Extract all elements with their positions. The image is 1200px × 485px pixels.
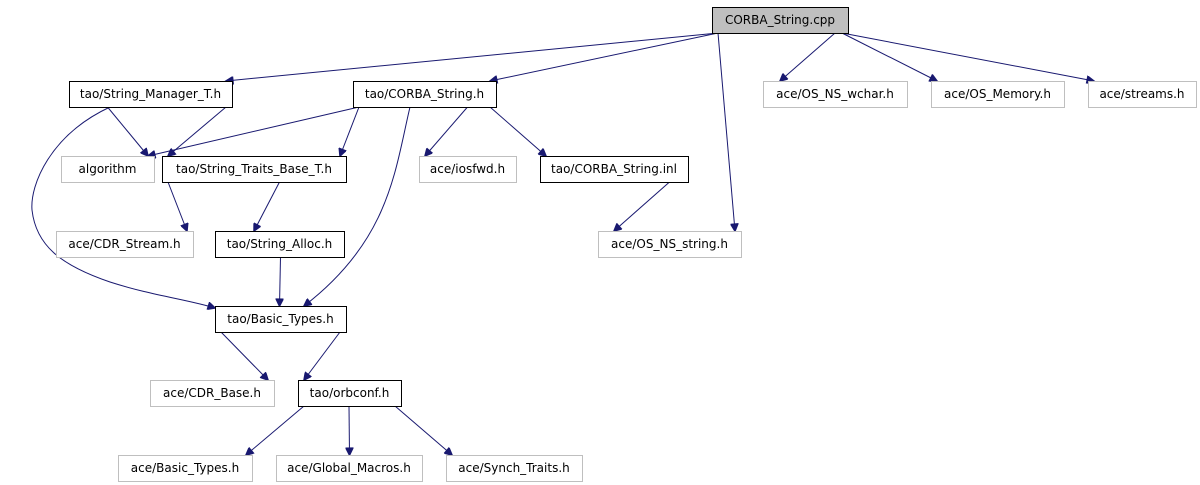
node-string_manager_t_h[interactable]: tao/String_Manager_T.h bbox=[69, 81, 233, 108]
node-box bbox=[540, 156, 689, 183]
node-os_ns_string_h: ace/OS_NS_string.h bbox=[598, 231, 742, 258]
node-box bbox=[763, 81, 908, 108]
node-label: ace/CDR_Base.h bbox=[163, 386, 261, 400]
edge-string_manager_t_h-to-algorithm bbox=[107, 106, 149, 156]
edge-corba_string_h-to-iosfwd_h bbox=[425, 106, 468, 156]
edge-corba_string_cpp-to-streams_h bbox=[841, 32, 1094, 81]
edge-orbconf_h-to-basic_types_ace_h bbox=[246, 405, 305, 455]
node-synch_traits_h: ace/Synch_Traits.h bbox=[446, 455, 583, 482]
node-label: ace/OS_Memory.h bbox=[944, 87, 1051, 101]
node-string_traits_base_t_h[interactable]: tao/String_Traits_Base_T.h bbox=[162, 156, 347, 183]
edge-basic_types_tao_h-to-orbconf_h bbox=[304, 331, 341, 380]
edge-basic_types_tao_h-to-cdr_base_h bbox=[220, 331, 268, 380]
edge-string_manager_t_h-to-string_traits_base_t_h bbox=[168, 106, 227, 156]
node-streams_h: ace/streams.h bbox=[1088, 81, 1197, 108]
node-box bbox=[598, 231, 742, 258]
node-label: ace/Basic_Types.h bbox=[131, 461, 239, 475]
node-cdr_stream_h: ace/CDR_Stream.h bbox=[56, 231, 194, 258]
node-cdr_base_h: ace/CDR_Base.h bbox=[150, 380, 275, 407]
node-label: tao/CORBA_String.h bbox=[365, 87, 484, 101]
node-os_ns_wchar_h: ace/OS_NS_wchar.h bbox=[763, 81, 908, 108]
edge-orbconf_h-to-global_macros_h bbox=[349, 405, 350, 455]
node-box bbox=[353, 81, 497, 108]
edge-corba_string_h-to-string_traits_base_t_h bbox=[340, 106, 360, 156]
node-label: tao/CORBA_String.inl bbox=[551, 162, 677, 176]
node-box bbox=[1088, 81, 1197, 108]
node-label: ace/OS_NS_string.h bbox=[611, 237, 728, 251]
edge-string_alloc_h-to-basic_types_tao_h bbox=[280, 256, 281, 306]
node-corba_string_inl[interactable]: tao/CORBA_String.inl bbox=[540, 156, 689, 183]
edge-corba_string_cpp-to-string_manager_t_h bbox=[226, 32, 719, 81]
node-algorithm: algorithm bbox=[61, 156, 155, 183]
edge-string_traits_base_t_h-to-string_alloc_h bbox=[254, 181, 280, 231]
edge-corba_string_cpp-to-os_ns_string_h bbox=[717, 32, 735, 231]
edge-orbconf_h-to-synch_traits_h bbox=[394, 405, 452, 455]
node-label: algorithm bbox=[79, 162, 137, 176]
node-label: ace/iosfwd.h bbox=[430, 162, 505, 176]
node-box bbox=[118, 455, 253, 482]
node-label: ace/OS_NS_wchar.h bbox=[776, 87, 894, 101]
node-label: ace/CDR_Stream.h bbox=[68, 237, 180, 251]
node-label: tao/String_Traits_Base_T.h bbox=[176, 162, 332, 176]
node-box bbox=[61, 156, 155, 183]
node-box bbox=[446, 455, 583, 482]
node-box bbox=[215, 306, 347, 333]
node-label: ace/Global_Macros.h bbox=[287, 461, 411, 475]
node-box bbox=[215, 231, 345, 258]
node-box bbox=[162, 156, 347, 183]
node-label: ace/streams.h bbox=[1099, 87, 1184, 101]
edge-corba_string_cpp-to-corba_string_h bbox=[490, 32, 719, 81]
node-box bbox=[712, 7, 849, 34]
node-label: CORBA_String.cpp bbox=[725, 13, 835, 27]
node-basic_types_tao_h[interactable]: tao/Basic_Types.h bbox=[215, 306, 347, 333]
node-label: ace/Synch_Traits.h bbox=[458, 461, 569, 475]
edge-corba_string_h-to-corba_string_inl bbox=[489, 106, 546, 156]
node-box bbox=[69, 81, 233, 108]
edge-layer bbox=[31, 32, 1094, 455]
node-corba_string_h[interactable]: tao/CORBA_String.h bbox=[353, 81, 497, 108]
node-global_macros_h: ace/Global_Macros.h bbox=[276, 455, 423, 482]
node-box bbox=[56, 231, 194, 258]
edge-corba_string_cpp-to-os_memory_h bbox=[841, 32, 937, 81]
node-orbconf_h[interactable]: tao/orbconf.h bbox=[298, 380, 402, 407]
node-basic_types_ace_h: ace/Basic_Types.h bbox=[118, 455, 253, 482]
node-box bbox=[276, 455, 423, 482]
edge-corba_string_h-to-algorithm bbox=[148, 106, 360, 156]
edge-string_traits_base_t_h-to-cdr_stream_h bbox=[167, 181, 187, 231]
edge-string_manager_t_h-to-basic_types_tao_h bbox=[31, 106, 215, 308]
node-box bbox=[419, 156, 517, 183]
node-label: tao/String_Alloc.h bbox=[227, 237, 333, 251]
edge-corba_string_cpp-to-os_ns_wchar_h bbox=[780, 32, 836, 81]
edge-corba_string_inl-to-os_ns_string_h bbox=[614, 181, 670, 231]
node-box bbox=[298, 380, 402, 407]
node-iosfwd_h: ace/iosfwd.h bbox=[419, 156, 517, 183]
node-corba_string_cpp[interactable]: CORBA_String.cpp bbox=[712, 7, 849, 34]
node-label: tao/Basic_Types.h bbox=[227, 312, 333, 326]
node-box bbox=[150, 380, 275, 407]
node-os_memory_h: ace/OS_Memory.h bbox=[931, 81, 1065, 108]
node-box bbox=[931, 81, 1065, 108]
node-label: tao/orbconf.h bbox=[310, 386, 390, 400]
edge-corba_string_h-to-basic_types_tao_h bbox=[304, 106, 411, 306]
node-label: tao/String_Manager_T.h bbox=[80, 87, 221, 101]
node-string_alloc_h[interactable]: tao/String_Alloc.h bbox=[215, 231, 345, 258]
